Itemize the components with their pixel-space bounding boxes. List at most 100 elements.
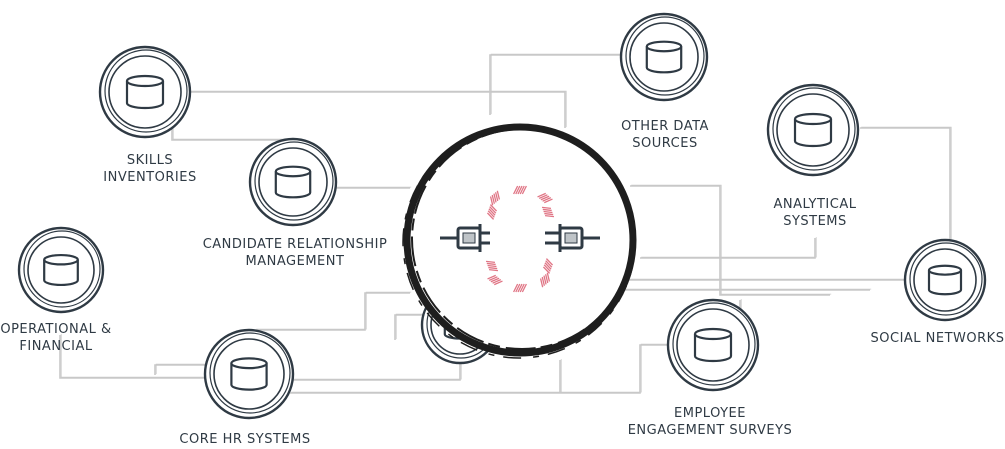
node-inner-ring <box>676 308 750 382</box>
spark-stroke <box>544 262 552 270</box>
hub-ring <box>403 123 637 357</box>
spark <box>487 274 503 286</box>
connector-line-sketch <box>861 126 952 245</box>
database-body <box>125 81 165 110</box>
node-inner-ring <box>27 236 95 304</box>
spark-stroke <box>515 283 521 293</box>
node-outer-ring-sketch <box>254 141 334 221</box>
spark <box>541 206 555 218</box>
spark-stroke <box>541 276 545 286</box>
spark-stroke <box>487 264 497 268</box>
label-operational-financial: OPERATIONAL & FINANCIAL <box>0 322 112 354</box>
label-analytical-systems: ANALYTICAL SYSTEMS <box>773 197 857 229</box>
node-outer-ring-sketch <box>104 49 188 133</box>
connector-line <box>394 314 425 340</box>
database-icon <box>17 226 105 314</box>
spark <box>513 283 527 293</box>
spark-stroke <box>519 185 525 195</box>
database-icon <box>203 328 295 420</box>
database-body <box>927 270 963 296</box>
node-inner-ring <box>258 147 328 217</box>
label-other-data-sources: OTHER DATA SOURCES <box>621 119 709 151</box>
database-top <box>693 327 733 341</box>
connector-line <box>154 364 205 375</box>
spark-stroke <box>538 194 548 199</box>
label-candidate-relationship-management: CANDIDATE RELATIONSHIP MANAGEMENT <box>202 237 388 269</box>
label-social-networks: SOCIAL NETWORKS <box>870 331 1005 346</box>
connector-line <box>188 91 566 128</box>
spark-stroke <box>491 194 495 204</box>
node-outer-ring-sketch <box>23 230 101 308</box>
node-outer-ring <box>203 328 295 420</box>
spark-stroke <box>487 210 495 218</box>
spark <box>537 192 553 204</box>
label-employee-engagement-surveys: EMPLOYEE ENGAGEMENT SURVEYS <box>627 406 793 438</box>
spark-stroke <box>493 193 497 203</box>
database-icon <box>98 45 192 139</box>
database-top <box>927 264 963 276</box>
node-outer-ring-sketch <box>772 87 856 171</box>
database-top <box>645 40 683 53</box>
label-core-hr-systems: CORE HR SYSTEMS <box>179 432 311 447</box>
database-body <box>693 334 733 363</box>
spark-stroke <box>542 197 552 202</box>
spark-stroke <box>543 210 553 214</box>
spark-stroke <box>539 278 544 288</box>
spark-stroke <box>545 274 549 284</box>
database-top <box>125 74 165 88</box>
spark-stroke <box>488 208 496 216</box>
node-outer-ring <box>98 45 192 139</box>
hub-ring-sketch <box>411 128 633 350</box>
spark-stroke <box>492 279 502 284</box>
spark-stroke <box>543 275 547 285</box>
spark-stroke <box>542 266 551 274</box>
node-outer-ring <box>619 12 709 102</box>
database-icon <box>248 137 338 227</box>
database-icon <box>666 298 760 392</box>
spark-stroke <box>494 280 503 286</box>
node-outer-ring <box>666 298 760 392</box>
spark-stroke <box>488 276 498 281</box>
spark-stroke <box>513 283 519 293</box>
node-inner-ring <box>629 22 699 92</box>
connector-line <box>290 344 675 394</box>
spark-stroke <box>485 260 496 264</box>
spark-stroke <box>489 196 494 206</box>
node-inner-ring <box>108 55 182 129</box>
spark-stroke <box>546 272 551 282</box>
spark-stroke <box>488 266 498 270</box>
connector-line-sketch <box>631 184 832 295</box>
central-hub <box>402 123 637 359</box>
node-outer-ring-sketch <box>209 332 291 414</box>
connector-line <box>640 238 816 259</box>
database-icon <box>766 83 860 177</box>
spark-stroke <box>537 192 546 198</box>
spark-stroke <box>495 192 499 202</box>
plug-right-hatch <box>564 232 578 244</box>
connector-line-sketch <box>395 313 427 340</box>
database-top <box>43 253 79 266</box>
spark-stroke <box>544 214 555 218</box>
connector-line <box>59 335 205 379</box>
spark <box>486 204 498 220</box>
database-icon <box>619 12 709 102</box>
node-outer-ring-sketch <box>909 242 983 316</box>
spark-stroke <box>541 206 552 210</box>
connector-line-sketch <box>490 53 624 115</box>
node-inner-ring <box>913 248 977 312</box>
database-top <box>793 112 833 126</box>
database-body <box>793 119 833 148</box>
node-outer-ring-sketch <box>672 302 756 386</box>
spark-stroke <box>513 185 519 195</box>
spark-marks <box>485 185 555 293</box>
database-body <box>274 171 312 199</box>
database-top <box>230 357 268 370</box>
connector-line <box>489 54 622 115</box>
connector-line <box>255 292 410 331</box>
node-outer-ring <box>17 226 105 314</box>
spark-stroke <box>490 277 500 283</box>
spark-stroke <box>540 195 550 201</box>
connector-line <box>860 127 951 245</box>
plug-connect-icon <box>440 224 600 252</box>
